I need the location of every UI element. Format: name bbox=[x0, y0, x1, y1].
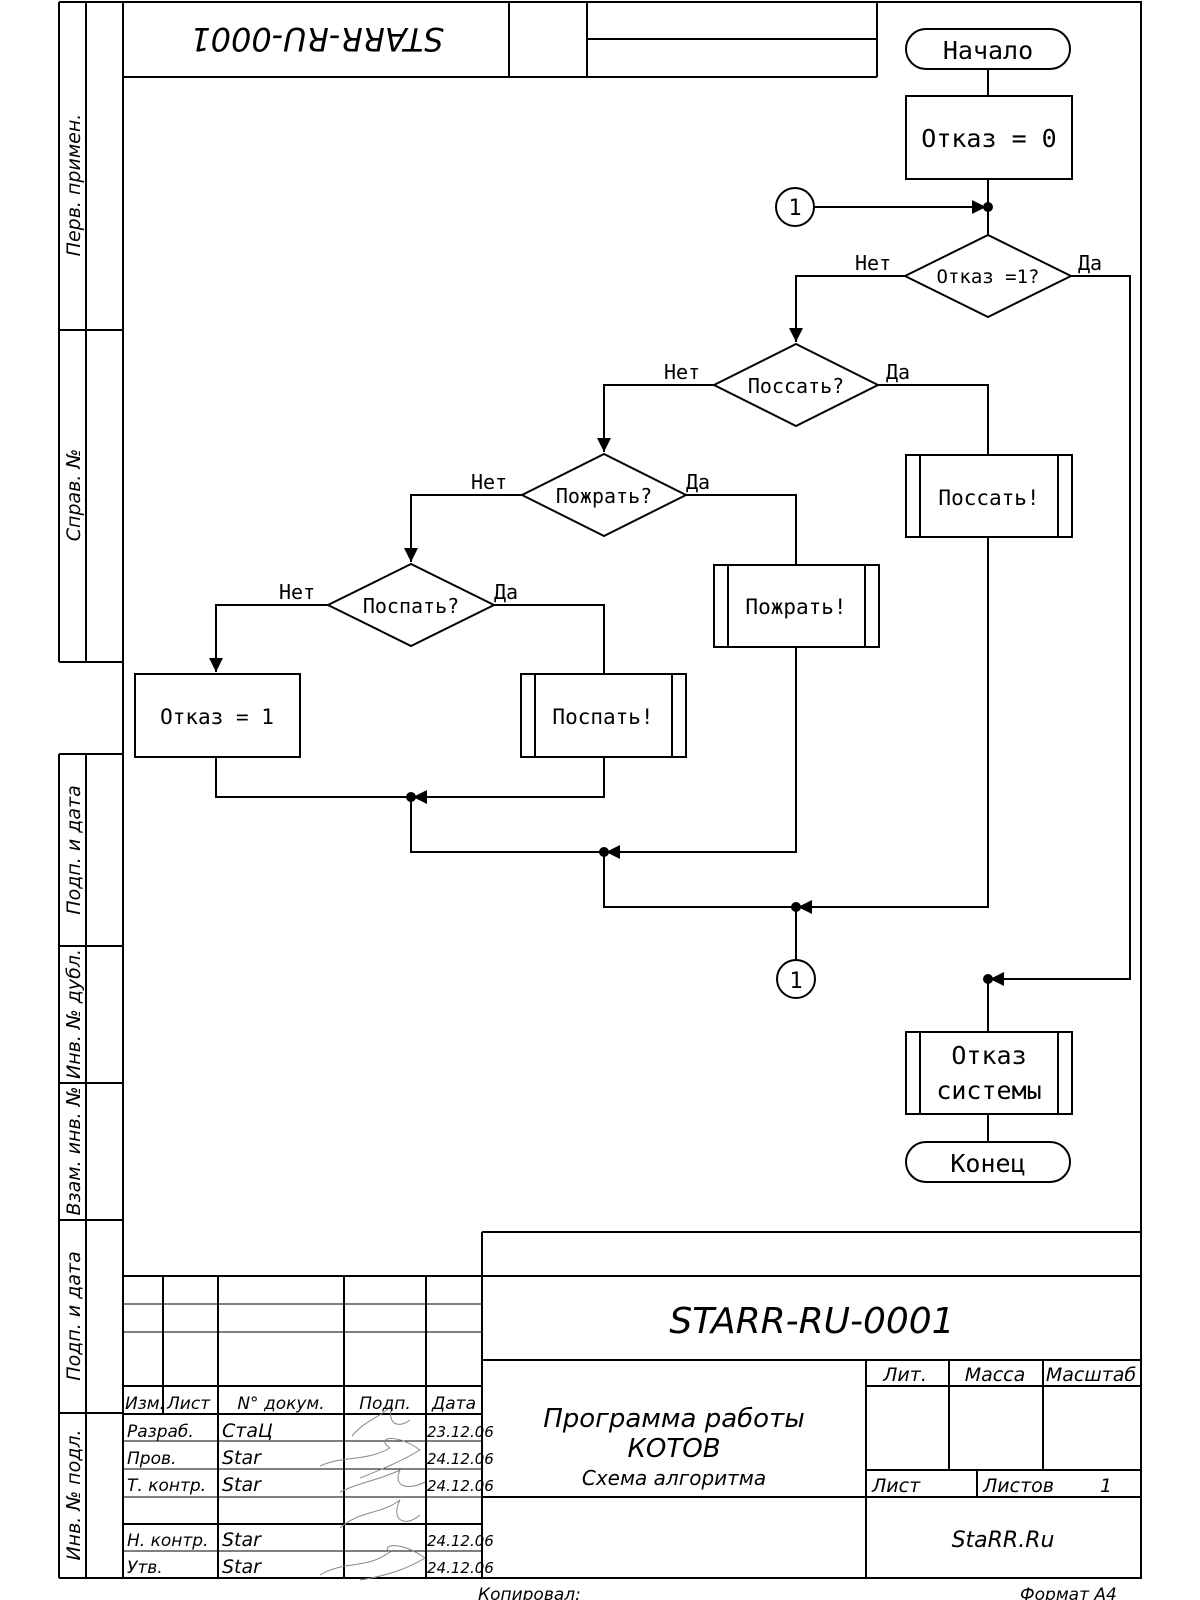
no-label-2: Нет bbox=[471, 470, 507, 494]
end-label: Конец bbox=[950, 1149, 1025, 1178]
date-utv: 24.12.06 bbox=[427, 1559, 494, 1577]
mirrored-drawing-code: STARR-RU-0001 bbox=[190, 20, 443, 58]
title-line-1: Программа работы bbox=[543, 1404, 805, 1434]
sheets-header: Листов bbox=[982, 1475, 1054, 1497]
date-n-kontr: 24.12.06 bbox=[427, 1532, 494, 1550]
sheet-frame bbox=[122, 1, 1142, 1579]
role-razrab: Разраб. bbox=[127, 1422, 194, 1442]
role-n-kontr: Н. контр. bbox=[127, 1531, 208, 1551]
system-fail-line1: Отказ bbox=[951, 1041, 1026, 1070]
role-utv: Утв. bbox=[127, 1558, 163, 1578]
no-label-main: Нет bbox=[855, 251, 891, 275]
action-3-label: Поспать! bbox=[552, 705, 653, 729]
sheet-header: Лист bbox=[871, 1475, 921, 1497]
podp-data-label-1: Подп. и дата bbox=[63, 785, 85, 914]
signature-scribbles bbox=[319, 1404, 426, 1581]
scale-header: Масштаб bbox=[1046, 1364, 1137, 1386]
no-label-3: Нет bbox=[279, 580, 315, 604]
init-label: Отказ = 0 bbox=[921, 124, 1056, 153]
flow-lines bbox=[209, 69, 1131, 1142]
connector-top-label: 1 bbox=[788, 196, 801, 221]
list-header: Лист bbox=[166, 1394, 211, 1414]
set-fail-label: Отказ = 1 bbox=[160, 705, 274, 729]
junction-dots bbox=[406, 202, 993, 984]
name-prov: Star bbox=[222, 1447, 262, 1469]
format-label: Формат А4 bbox=[1020, 1585, 1117, 1600]
lit-header: Лит. bbox=[882, 1364, 927, 1386]
podp-data-label-2: Подп. и дата bbox=[63, 1251, 85, 1380]
name-t-kontr: Star bbox=[222, 1474, 262, 1496]
yes-label-3: Да bbox=[494, 580, 518, 604]
decision-2-label: Пожрать? bbox=[556, 484, 652, 508]
izm-header: Изм. bbox=[125, 1394, 165, 1414]
inv-podl-label: Инв. № подл. bbox=[63, 1429, 85, 1560]
role-t-kontr: Т. контр. bbox=[127, 1476, 206, 1496]
copied-by-label: Копировал: bbox=[478, 1585, 581, 1600]
process-set-fail bbox=[134, 673, 301, 758]
start-label: Начало bbox=[943, 36, 1033, 65]
no-label-1: Нет bbox=[664, 360, 700, 384]
yes-label-main: Да bbox=[1078, 251, 1102, 275]
perv-primen-label: Перв. примен. bbox=[63, 114, 85, 257]
name-razrab: СтаЦ bbox=[222, 1420, 273, 1442]
role-prov: Пров. bbox=[127, 1449, 176, 1469]
sheets-count: 1 bbox=[1100, 1475, 1112, 1497]
podp-header: Подп. bbox=[359, 1394, 410, 1414]
system-fail-line2: системы bbox=[936, 1076, 1041, 1105]
date-prov: 24.12.06 bbox=[427, 1450, 494, 1468]
name-utv: Star bbox=[222, 1556, 262, 1578]
action-1-label: Поссать! bbox=[938, 486, 1039, 510]
mass-header: Масса bbox=[965, 1364, 1026, 1386]
date-header: Дата bbox=[431, 1394, 476, 1414]
document-type: Схема алгоритма bbox=[582, 1466, 766, 1490]
name-n-kontr: Star bbox=[222, 1529, 262, 1551]
inv-dubl-label: Инв. № дубл. bbox=[63, 949, 85, 1079]
title-line-2: КОТОВ bbox=[627, 1434, 720, 1464]
yes-label-2: Да bbox=[686, 470, 710, 494]
connector-bottom-label: 1 bbox=[789, 969, 802, 994]
decision-1-label: Поссать? bbox=[748, 374, 844, 398]
date-razrab: 23.12.06 bbox=[427, 1423, 494, 1441]
decision-3-label: Поспать? bbox=[363, 594, 459, 618]
yes-label-1: Да bbox=[886, 360, 910, 384]
decision-main-label: Отказ =1? bbox=[937, 266, 1040, 288]
drawing-code: STARR-RU-0001 bbox=[669, 1301, 954, 1342]
date-t-kontr: 24.12.06 bbox=[427, 1477, 494, 1495]
organization: StaRR.Ru bbox=[952, 1528, 1055, 1553]
vzam-inv-label: Взам. инв. № bbox=[63, 1086, 85, 1215]
action-2-label: Пожрать! bbox=[745, 595, 846, 619]
doc-no-header: N° докум. bbox=[237, 1394, 324, 1414]
sprav-no-label: Справ. № bbox=[63, 449, 85, 541]
